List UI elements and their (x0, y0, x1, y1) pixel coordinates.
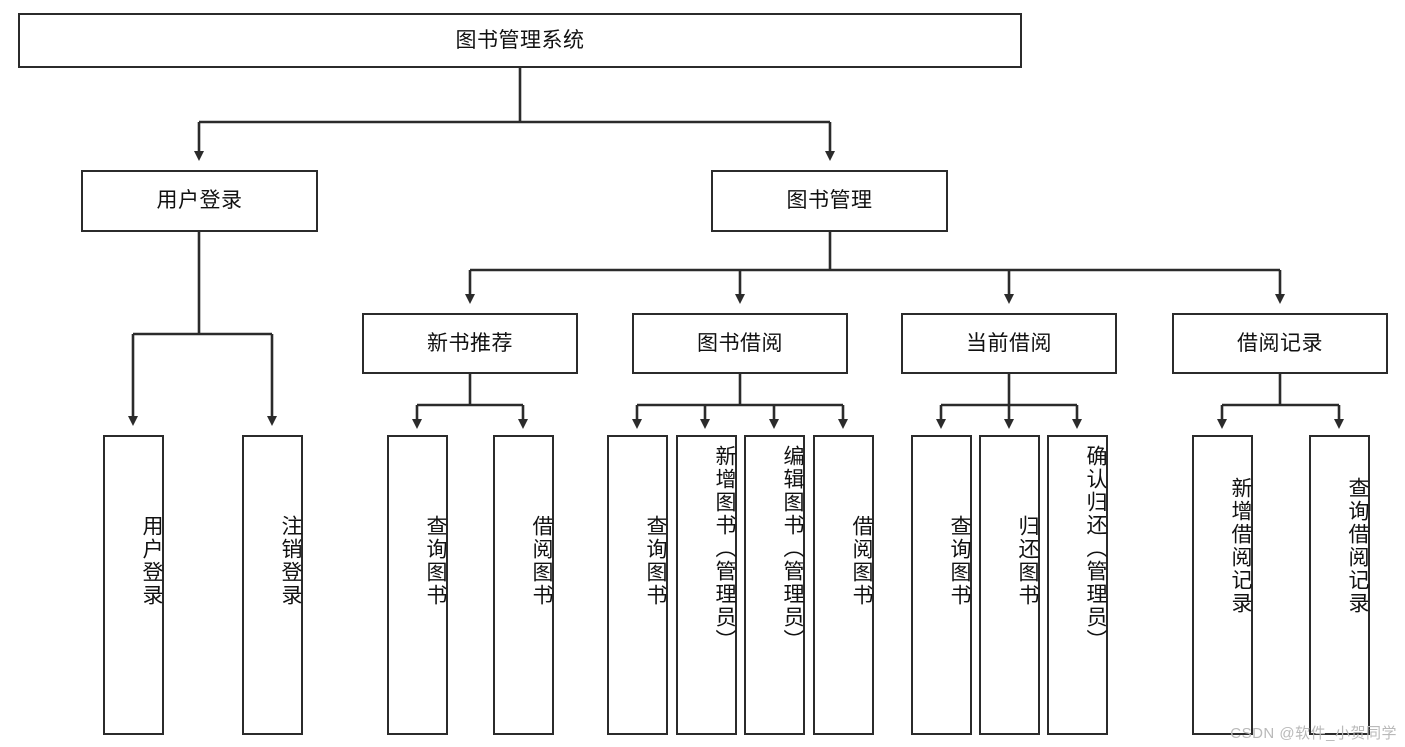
node-user-login-label: 用户登录 (156, 189, 243, 213)
node-borrow-records-label: 借阅记录 (1237, 331, 1323, 355)
node-current-borrow[interactable]: 当前借阅 (901, 313, 1117, 374)
node-book-management[interactable]: 图书管理 (711, 170, 948, 232)
node-root-system-label: 图书管理系统 (455, 28, 585, 52)
node-leaf-user-login-logout[interactable]: 注销登录 (242, 435, 303, 735)
node-leaf-borrow-query[interactable]: 查询图书 (607, 435, 668, 735)
node-book-management-label: 图书管理 (786, 189, 873, 213)
node-leaf-borrow-add-book[interactable]: 新增图书（管理员） (676, 435, 737, 735)
node-leaf-records-query-label: 查询借阅记录 (1346, 477, 1369, 615)
node-leaf-borrow-borrow-book-label: 借阅图书 (850, 515, 873, 607)
node-leaf-current-confirm-return[interactable]: 确认归还（管理员） (1047, 435, 1108, 735)
node-leaf-user-login-login-label: 用户登录 (140, 515, 163, 607)
node-leaf-borrow-borrow-book[interactable]: 借阅图书 (813, 435, 874, 735)
node-leaf-records-query[interactable]: 查询借阅记录 (1309, 435, 1370, 735)
node-leaf-current-confirm-return-label: 确认归还（管理员） (1084, 445, 1107, 652)
node-leaf-current-query[interactable]: 查询图书 (911, 435, 972, 735)
node-leaf-user-login-login[interactable]: 用户登录 (103, 435, 164, 735)
node-new-book-recommend[interactable]: 新书推荐 (362, 313, 578, 374)
node-leaf-newbook-query-label: 查询图书 (424, 515, 447, 607)
node-leaf-borrow-query-label: 查询图书 (644, 515, 667, 607)
node-current-borrow-label: 当前借阅 (966, 331, 1052, 355)
node-leaf-newbook-query[interactable]: 查询图书 (387, 435, 448, 735)
node-leaf-current-return[interactable]: 归还图书 (979, 435, 1040, 735)
node-leaf-newbook-borrow-label: 借阅图书 (530, 515, 553, 607)
node-root-system[interactable]: 图书管理系统 (18, 13, 1022, 68)
node-leaf-current-return-label: 归还图书 (1016, 515, 1039, 607)
node-leaf-borrow-edit-book-label: 编辑图书（管理员） (781, 445, 804, 652)
node-leaf-user-login-logout-label: 注销登录 (279, 515, 302, 607)
node-borrow-records[interactable]: 借阅记录 (1172, 313, 1388, 374)
node-leaf-records-add-label: 新增借阅记录 (1229, 477, 1252, 615)
node-book-borrow[interactable]: 图书借阅 (632, 313, 848, 374)
csdn-watermark: CSDN @软件_小贺同学 (1230, 725, 1397, 742)
node-leaf-current-query-label: 查询图书 (948, 515, 971, 607)
node-user-login[interactable]: 用户登录 (81, 170, 318, 232)
node-leaf-borrow-add-book-label: 新增图书（管理员） (713, 445, 736, 652)
node-leaf-records-add[interactable]: 新增借阅记录 (1192, 435, 1253, 735)
node-new-book-recommend-label: 新书推荐 (427, 331, 513, 355)
node-book-borrow-label: 图书借阅 (697, 331, 783, 355)
node-leaf-newbook-borrow[interactable]: 借阅图书 (493, 435, 554, 735)
node-leaf-borrow-edit-book[interactable]: 编辑图书（管理员） (744, 435, 805, 735)
